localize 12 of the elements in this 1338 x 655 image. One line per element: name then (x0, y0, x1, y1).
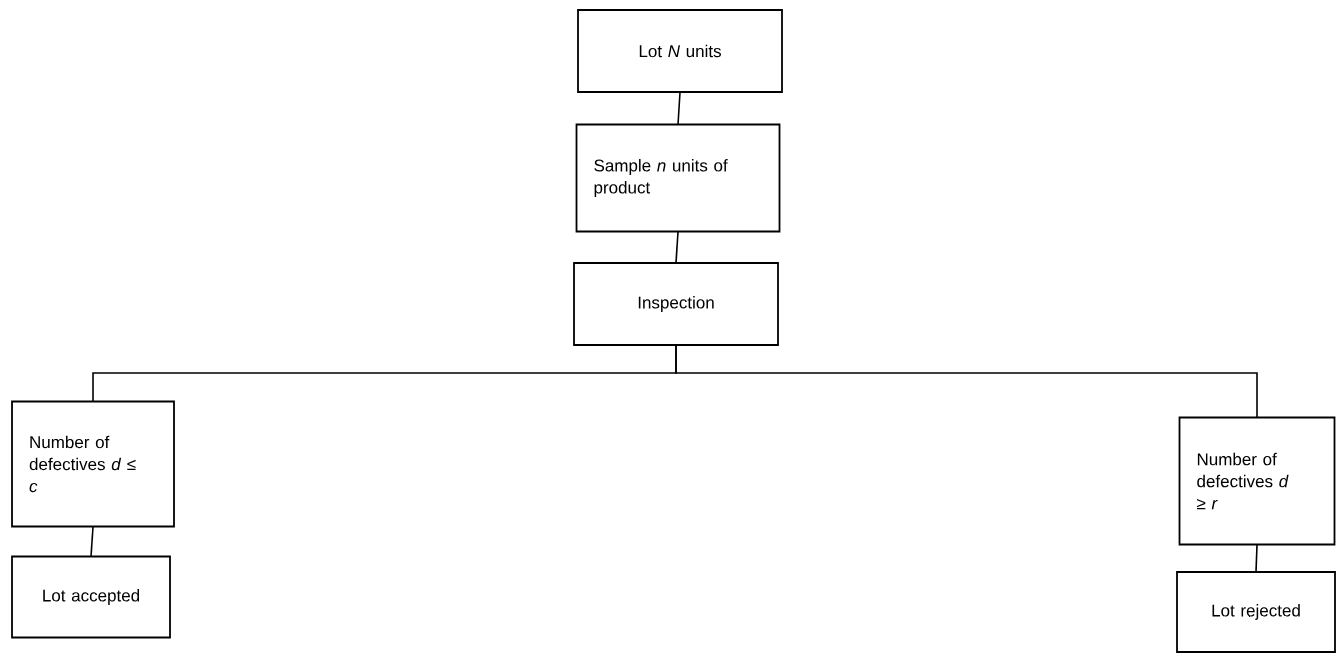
process-box: Lot N units (577, 9, 783, 93)
connector-line (675, 230, 679, 264)
connector-line (675, 344, 1258, 419)
process-box: Sample n units of product (575, 123, 781, 233)
process-box: Lot rejected (1176, 571, 1336, 653)
process-box: Number of defectives d ≤ c (11, 400, 175, 528)
process-box: Lot accepted (11, 555, 171, 639)
process-box: Inspection (573, 262, 779, 346)
process-box: Number of defectives d ≥ r (1178, 416, 1336, 546)
connector-line (90, 525, 94, 558)
connector-line (1255, 543, 1258, 573)
connector-line (677, 91, 681, 126)
